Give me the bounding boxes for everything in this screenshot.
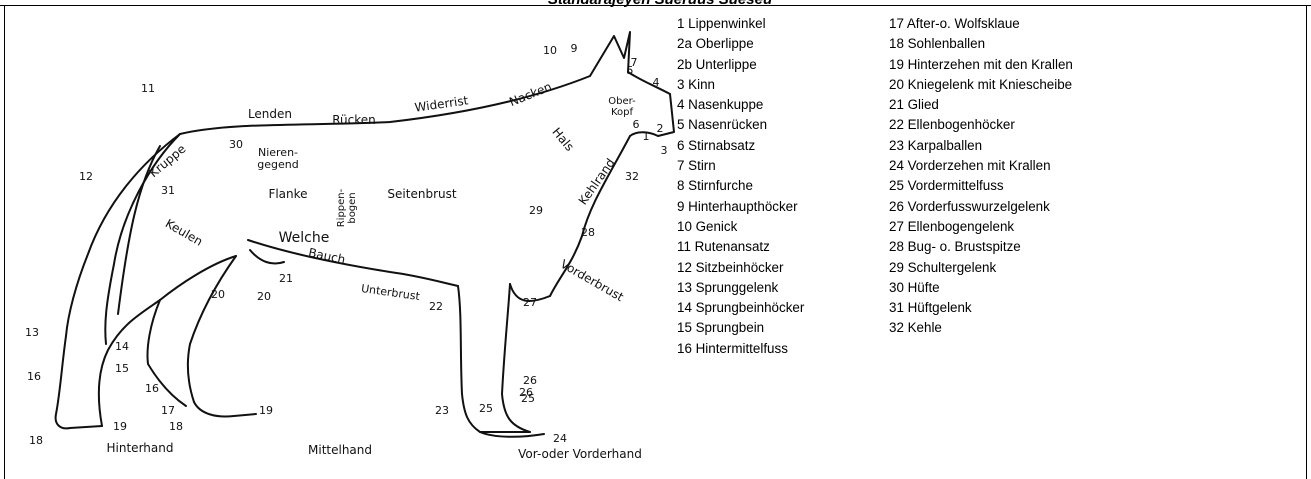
ear <box>590 32 630 76</box>
num-20b: 20 <box>257 290 271 303</box>
legend-item: 28 Bug- o. Brustspitze <box>889 237 1073 257</box>
back-line <box>180 76 590 134</box>
legend-item: 2b Unterlippe <box>677 55 804 75</box>
right-rule <box>1306 5 1307 479</box>
num-10: 10 <box>543 44 557 57</box>
num-6: 6 <box>633 118 640 131</box>
legend-item: 11 Rutenansatz <box>677 237 804 257</box>
num-12: 12 <box>79 170 93 183</box>
num-19a: 19 <box>113 420 127 433</box>
num-14: 14 <box>115 340 129 353</box>
label-flanke: Flanke <box>268 187 307 201</box>
legend-item: 19 Hinterzehen mit den Krallen <box>889 55 1073 75</box>
legend-item: 27 Ellenbogengelenk <box>889 217 1073 237</box>
label-hinterhand: Hinterhand <box>107 441 174 455</box>
num-4: 4 <box>653 76 660 89</box>
hind-leg-inner <box>99 300 160 426</box>
hind-paw <box>194 402 256 416</box>
hind-leg-back <box>56 336 102 428</box>
legend-item: 30 Hüfte <box>889 278 1073 298</box>
legend-item: 13 Sprunggelenk <box>677 278 804 298</box>
legend-item: 3 Kinn <box>677 75 804 95</box>
num-23: 23 <box>435 404 449 417</box>
num-17: 17 <box>161 404 175 417</box>
legend-item: 26 Vorderfusswurzelgelenk <box>889 197 1073 217</box>
num-11: 11 <box>141 82 155 95</box>
num-16b: 16 <box>145 382 159 395</box>
legend-item: 10 Genick <box>677 217 804 237</box>
legend-item: 12 Sitzbeinhöcker <box>677 258 804 278</box>
num-26b: 26 <box>519 386 533 399</box>
legend-item: 7 Stirn <box>677 156 804 176</box>
num-2: 2 <box>657 122 664 135</box>
legend-item: 6 Stirnabsatz <box>677 136 804 156</box>
label-rippenbogen: Rippen-bogen <box>336 188 358 227</box>
num-18a: 18 <box>29 434 43 447</box>
label-nierengegend: Nieren-gegend <box>257 146 298 171</box>
legend-item: 2a Oberlippe <box>677 34 804 54</box>
hind-leg-front <box>188 256 236 402</box>
label-lenden: Lenden <box>248 107 292 121</box>
num-29: 29 <box>529 204 543 217</box>
legend-item: 20 Kniegelenk mit Kniescheibe <box>889 75 1073 95</box>
num-9: 9 <box>571 42 578 55</box>
label-bauch: Bauch <box>307 245 346 266</box>
legend-item: 32 Kehle <box>889 318 1073 338</box>
num-24: 24 <box>553 432 567 445</box>
legend-item: 31 Hüftgelenk <box>889 298 1073 318</box>
legend-item: 9 Hinterhaupthöcker <box>677 197 804 217</box>
num-30: 30 <box>229 138 243 151</box>
legend-item: 16 Hintermittelfuss <box>677 339 804 359</box>
num-13: 13 <box>25 326 39 339</box>
num-16a: 16 <box>27 370 41 383</box>
num-18b: 18 <box>169 420 183 433</box>
label-oberkopf: Ober-Kopf <box>608 96 636 118</box>
sheath <box>250 250 284 264</box>
figure-title: Standarajeyen Sueruus Sueseu <box>480 0 840 8</box>
legend-item: 5 Nasenrücken <box>677 115 804 135</box>
legend-item: 4 Nasenkuppe <box>677 95 804 115</box>
num-22: 22 <box>429 300 443 313</box>
label-nacken: Nacken <box>507 79 553 109</box>
legend-item: 21 Glied <box>889 95 1073 115</box>
label-ruecken: Rücken <box>332 113 376 127</box>
legend-item: 15 Sprungbein <box>677 318 804 338</box>
dog-anatomy-diagram: Lenden Rücken Widerrist Nacken Ober-Kopf… <box>10 14 675 474</box>
legend-column-2: 17 After-o. Wolfsklaue 18 Sohlenballen 1… <box>889 14 1073 339</box>
label-unterbrust: Unterbrust <box>360 282 421 303</box>
num-28: 28 <box>581 226 595 239</box>
legend-item: 14 Sprungbeinhöcker <box>677 298 804 318</box>
elbow <box>458 286 530 432</box>
left-rule <box>4 5 5 479</box>
num-32: 32 <box>625 170 639 183</box>
label-vorderhand: Vor-oder Vorderhand <box>518 447 642 461</box>
legend-column-1: 1 Lippenwinkel 2a Oberlippe 2b Unterlipp… <box>677 14 804 359</box>
legend-item: 18 Sohlenballen <box>889 34 1073 54</box>
num-15: 15 <box>115 362 129 375</box>
legend-item: 29 Schultergelenk <box>889 258 1073 278</box>
label-keulen: Keulen <box>163 216 205 248</box>
num-7: 7 <box>631 56 638 69</box>
label-seitenbrust: Seitenbrust <box>387 187 456 201</box>
legend-item: 24 Vorderzehen mit Krallen <box>889 156 1073 176</box>
legend-item: 22 Ellenbogenhöcker <box>889 115 1073 135</box>
num-20a: 20 <box>211 288 225 301</box>
legend-item: 25 Vordermittelfuss <box>889 176 1073 196</box>
legend-item: 1 Lippenwinkel <box>677 14 804 34</box>
legend-item: 17 After-o. Wolfsklaue <box>889 14 1073 34</box>
label-welche: Welche <box>279 230 330 246</box>
legend-item: 8 Stirnfurche <box>677 176 804 196</box>
label-vorderbrust: Vorderbrust <box>558 257 626 304</box>
num-27: 27 <box>523 296 537 309</box>
legend-item: 23 Karpalballen <box>889 136 1073 156</box>
num-1: 1 <box>643 130 650 143</box>
num-3: 3 <box>661 144 668 157</box>
head-top <box>628 72 670 94</box>
num-25a: 25 <box>479 402 493 415</box>
num-31: 31 <box>161 184 175 197</box>
label-mittelhand: Mittelhand <box>308 443 372 457</box>
num-21: 21 <box>279 272 293 285</box>
num-19b: 19 <box>259 404 273 417</box>
label-hals: Hals <box>549 125 576 154</box>
